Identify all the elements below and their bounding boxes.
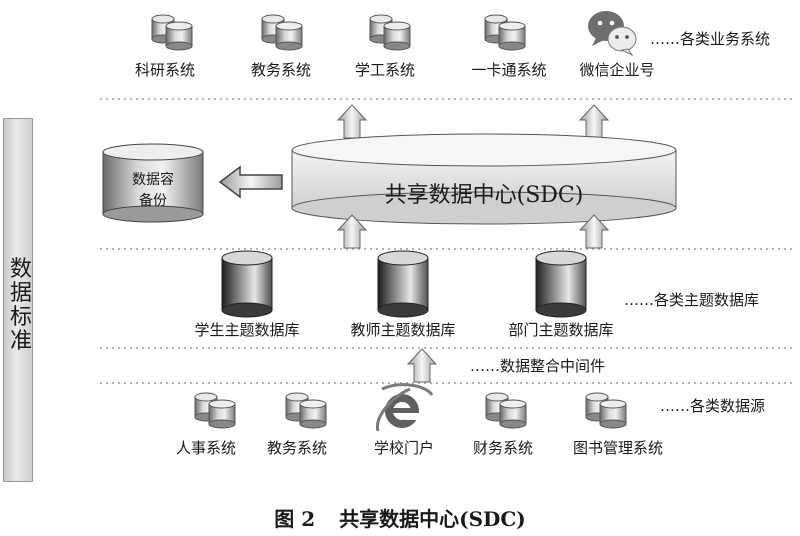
flow-arrow-left [218,165,283,199]
ie-browser-icon [375,383,434,432]
flow-arrow-up [406,348,438,383]
data-source-label: 图书管理系统 [572,439,664,457]
theme-layer-note: ……各类主题数据库 [624,291,760,309]
database-stack-icon [585,392,627,429]
backup-label-line1: 数据容 [132,172,174,188]
wechat-icon [588,11,637,57]
theme-database-icon [377,250,429,318]
backup-label-line2: 备份 [139,193,167,209]
theme-database-label: 学生主题数据库 [194,321,300,339]
database-stack-icon [194,392,236,429]
theme-database-label: 部门主题数据库 [508,321,614,339]
data-source-note: ……各类数据源 [660,397,766,415]
business-system-label: 教务系统 [250,61,312,79]
database-stack-icon [151,14,193,51]
shared-data-center-title: 共享数据中心(SDC) [384,183,584,208]
shared-data-center-cylinder [291,133,677,225]
flow-arrow-up [336,214,610,249]
database-stack-icon [285,392,327,429]
business-system-label: 微信企业号 [579,61,655,79]
theme-database-icon [221,250,273,318]
layer-dividers [100,98,795,384]
theme-database-label: 教师主题数据库 [350,321,456,339]
data-source-label: 人事系统 [175,439,237,457]
flow-arrow-up [336,104,610,139]
data-standard-label: 数据标准 [10,257,33,354]
business-system-label: 学工系统 [354,61,416,79]
database-stack-icon [261,14,303,51]
business-system-label: 科研系统 [134,61,196,79]
figure-title: 共享数据中心(SDC) [339,507,526,531]
data-source-label: 财务系统 [472,439,534,457]
figure-caption: 图 2 共享数据中心(SDC) [274,503,526,532]
business-layer-note: ……各类业务系统 [650,30,771,48]
database-stack-icon [485,392,527,429]
data-standard-bar [3,118,33,482]
database-stack-icon [369,14,411,51]
business-system-label: 一卡通系统 [471,61,547,79]
theme-database-icon [535,250,587,318]
backup-database-icon [102,143,204,223]
figure-number: 图 2 [274,507,316,531]
middleware-note: ……数据整合中间件 [470,357,606,375]
data-source-label: 学校门户 [373,439,435,457]
data-source-label: 教务系统 [266,439,328,457]
database-stack-icon [484,14,526,51]
